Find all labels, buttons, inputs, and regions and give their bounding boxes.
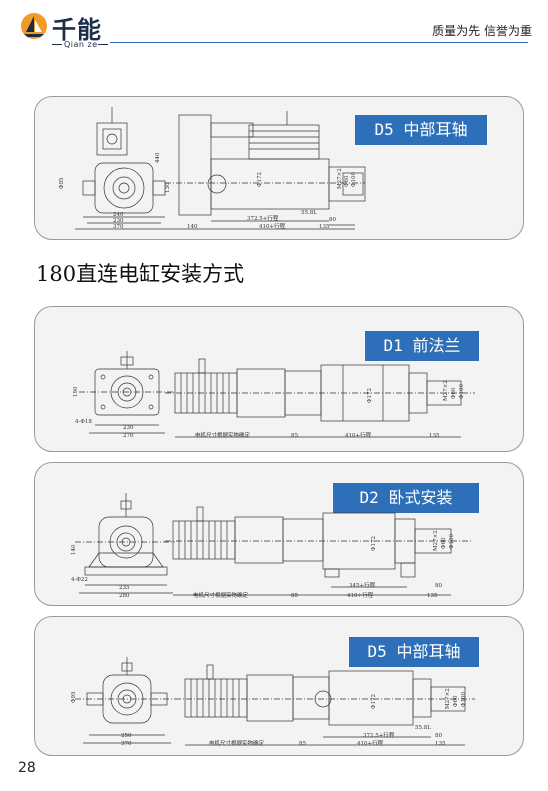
logo-chinese-name: 千能 [52, 15, 102, 44]
section-title: 180直连电缸安装方式 [36, 262, 245, 286]
dim-w2: 370 [121, 741, 132, 747]
motor-note: 电机尺寸根据实物确定 [195, 431, 251, 439]
dim-w2: 230 [113, 218, 124, 224]
dim-w2: 270 [123, 433, 134, 439]
dim-e1: 80 [435, 583, 442, 589]
dim-d1: Φ95 [71, 691, 77, 703]
page-number: 28 [18, 760, 36, 776]
dim-f3: Φ100 [449, 533, 455, 549]
panel-badge: D5 中部耳轴 [349, 637, 479, 667]
header-slogan: 质量为先 信誉为重 [432, 24, 532, 38]
dim-total: 410+行程 [345, 431, 372, 439]
dim-e1: 80 [435, 733, 442, 739]
panel-badge: D1 前法兰 [365, 331, 479, 361]
dim-f2: Φ60 [344, 175, 350, 187]
dim-w1: 235 [119, 585, 130, 591]
dim-e2: 135 [319, 224, 330, 230]
mount-panel-d2: D2 卧式安装 [34, 462, 524, 606]
dim-e0: 85 [291, 433, 298, 439]
dim-e2: 135 [435, 741, 446, 747]
dim-f1: M27×2 [433, 530, 439, 551]
dim-w3: 370 [113, 224, 124, 230]
dim-total: 410+行程 [259, 222, 286, 230]
dim-f1: M27×2 [337, 168, 343, 189]
dim-h1: 140 [71, 544, 77, 555]
panel-badge: D2 卧式安装 [333, 483, 479, 513]
brand-logo: 千能 Qian ze [20, 12, 110, 49]
dim-stroke: 345+行程 [349, 581, 376, 589]
dim-hole: 4-Φ22 [71, 577, 88, 583]
dim-f2: Φ60 [441, 537, 447, 549]
dim-w4: 140 [187, 224, 198, 230]
dim-h2: 130 [165, 182, 171, 193]
dim-stroke: 372.5+行程 [363, 731, 395, 739]
logo-english-name: Qian ze [64, 40, 98, 49]
mount-panel-d5-top: D5 中部耳轴 [34, 96, 524, 240]
foot-mount-drawing: 140 4-Φ22 235 280 电机尺寸根据实物确定 85 345+行程 4… [71, 493, 471, 599]
dim-e1: 80 [329, 217, 336, 223]
panel-badge: D5 中部耳轴 [355, 115, 487, 145]
dim-f3: Φ100 [459, 383, 465, 399]
dim-dia: Φ172 [257, 172, 263, 187]
dim-d1: Φ95 [59, 177, 65, 189]
dim-f1: M27×2 [445, 688, 451, 709]
dim-stroke: 372.5+行程 [247, 214, 279, 222]
dim-w1: 250 [121, 733, 132, 739]
dim-e2: 135 [427, 593, 438, 599]
dim-dia: Φ172 [371, 536, 377, 551]
trunnion-drawing-2: Φ95 250 370 电机尺寸根据实物确定 85 372.5+行程 55.8L… [71, 657, 475, 747]
dim-h1: 190 [73, 386, 79, 397]
front-flange-drawing: 190 230 270 4-Φ18 电机尺寸根据实物确定 85 410+行程 1… [73, 351, 475, 439]
dim-dia: Φ172 [367, 388, 373, 403]
dim-f2: Φ60 [453, 695, 459, 707]
sailboat-logo-icon [21, 13, 47, 39]
dim-e0: 85 [291, 593, 298, 599]
header-rule [110, 42, 528, 43]
dim-s1: 55.8L [415, 725, 431, 731]
logo-rule-right [98, 44, 108, 45]
dim-h1: 440 [155, 152, 161, 163]
page-header: 千能 Qian ze 质量为先 信誉为重 [0, 0, 548, 52]
mount-panel-d1: D1 前法兰 [34, 306, 524, 452]
dim-w1: 230 [123, 425, 134, 431]
dim-total: 410+行程 [357, 739, 384, 747]
dim-s1: 55.8L [301, 210, 317, 216]
dim-f1: M27×2 [443, 380, 449, 401]
motor-note: 电机尺寸根据实物确定 [209, 739, 265, 747]
mount-panel-d5-bottom: D5 中部耳轴 [34, 616, 524, 756]
dim-w1: 240 [113, 212, 124, 218]
trunnion-drawing: Φ95 440 130 240 230 370 140 372.5+行程 55.… [59, 107, 366, 230]
dim-f2: Φ60 [451, 387, 457, 399]
dim-total: 410+行程 [347, 591, 374, 599]
dim-w2: 280 [119, 593, 130, 599]
dim-hole: 4-Φ18 [75, 419, 92, 425]
motor-note: 电机尺寸根据实物确定 [193, 591, 249, 599]
dim-e0: 85 [299, 741, 306, 747]
dim-e2: 135 [429, 433, 440, 439]
dim-f3: Φ100 [461, 691, 467, 707]
dim-f3: Φ100 [351, 171, 357, 187]
logo-rule-left [52, 44, 62, 45]
dim-dia: Φ172 [371, 694, 377, 709]
